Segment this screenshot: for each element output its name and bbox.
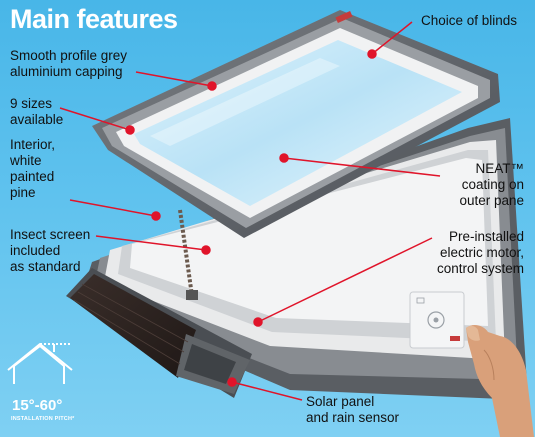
- callout-dot-capping: [207, 81, 217, 91]
- house-pitch-icon: [7, 343, 73, 384]
- pitch-caption: INSTALLATION PITCH*: [11, 416, 75, 422]
- label-neat: NEAT™ coating on outer pane: [459, 161, 524, 208]
- callout-line-capping: [135, 71, 213, 87]
- callout-dot-motor: [253, 317, 263, 327]
- label-solar: Solar panel and rain sensor: [306, 394, 400, 425]
- label-choice-of-blinds: Choice of blinds: [421, 13, 518, 28]
- sash: [92, 10, 500, 238]
- callout-line-interior: [69, 199, 157, 217]
- pitch-range: 15°-60°: [12, 397, 63, 414]
- label-motor: Pre-installed electric motor, control sy…: [436, 229, 524, 276]
- callout-line-sizes: [59, 107, 131, 131]
- control-panel-icon: [409, 291, 465, 349]
- callout-dot-sizes: [125, 125, 135, 135]
- callouts: [59, 21, 441, 401]
- label-interior: Interior, white painted pine: [10, 137, 56, 200]
- label-sizes: 9 sizes available: [10, 96, 64, 127]
- callout-dot-insect: [201, 245, 211, 255]
- page-title: Main features: [10, 4, 178, 34]
- hand-icon: [466, 325, 534, 437]
- callout-dot-neat: [279, 153, 289, 163]
- callout-line-blinds: [371, 21, 413, 55]
- chain-actuator: [178, 209, 198, 300]
- callout-line-neat: [283, 157, 441, 177]
- callout-line-solar: [231, 381, 303, 401]
- callout-line-insect: [95, 235, 207, 251]
- callout-dot-interior: [151, 211, 161, 221]
- label-capping: Smooth profile grey aluminium capping: [10, 48, 128, 79]
- label-insect-screen: Insect screen included as standard: [10, 227, 91, 274]
- callout-dot-solar: [227, 377, 237, 387]
- callout-dot-blinds: [367, 49, 377, 59]
- callout-line-motor: [257, 237, 433, 323]
